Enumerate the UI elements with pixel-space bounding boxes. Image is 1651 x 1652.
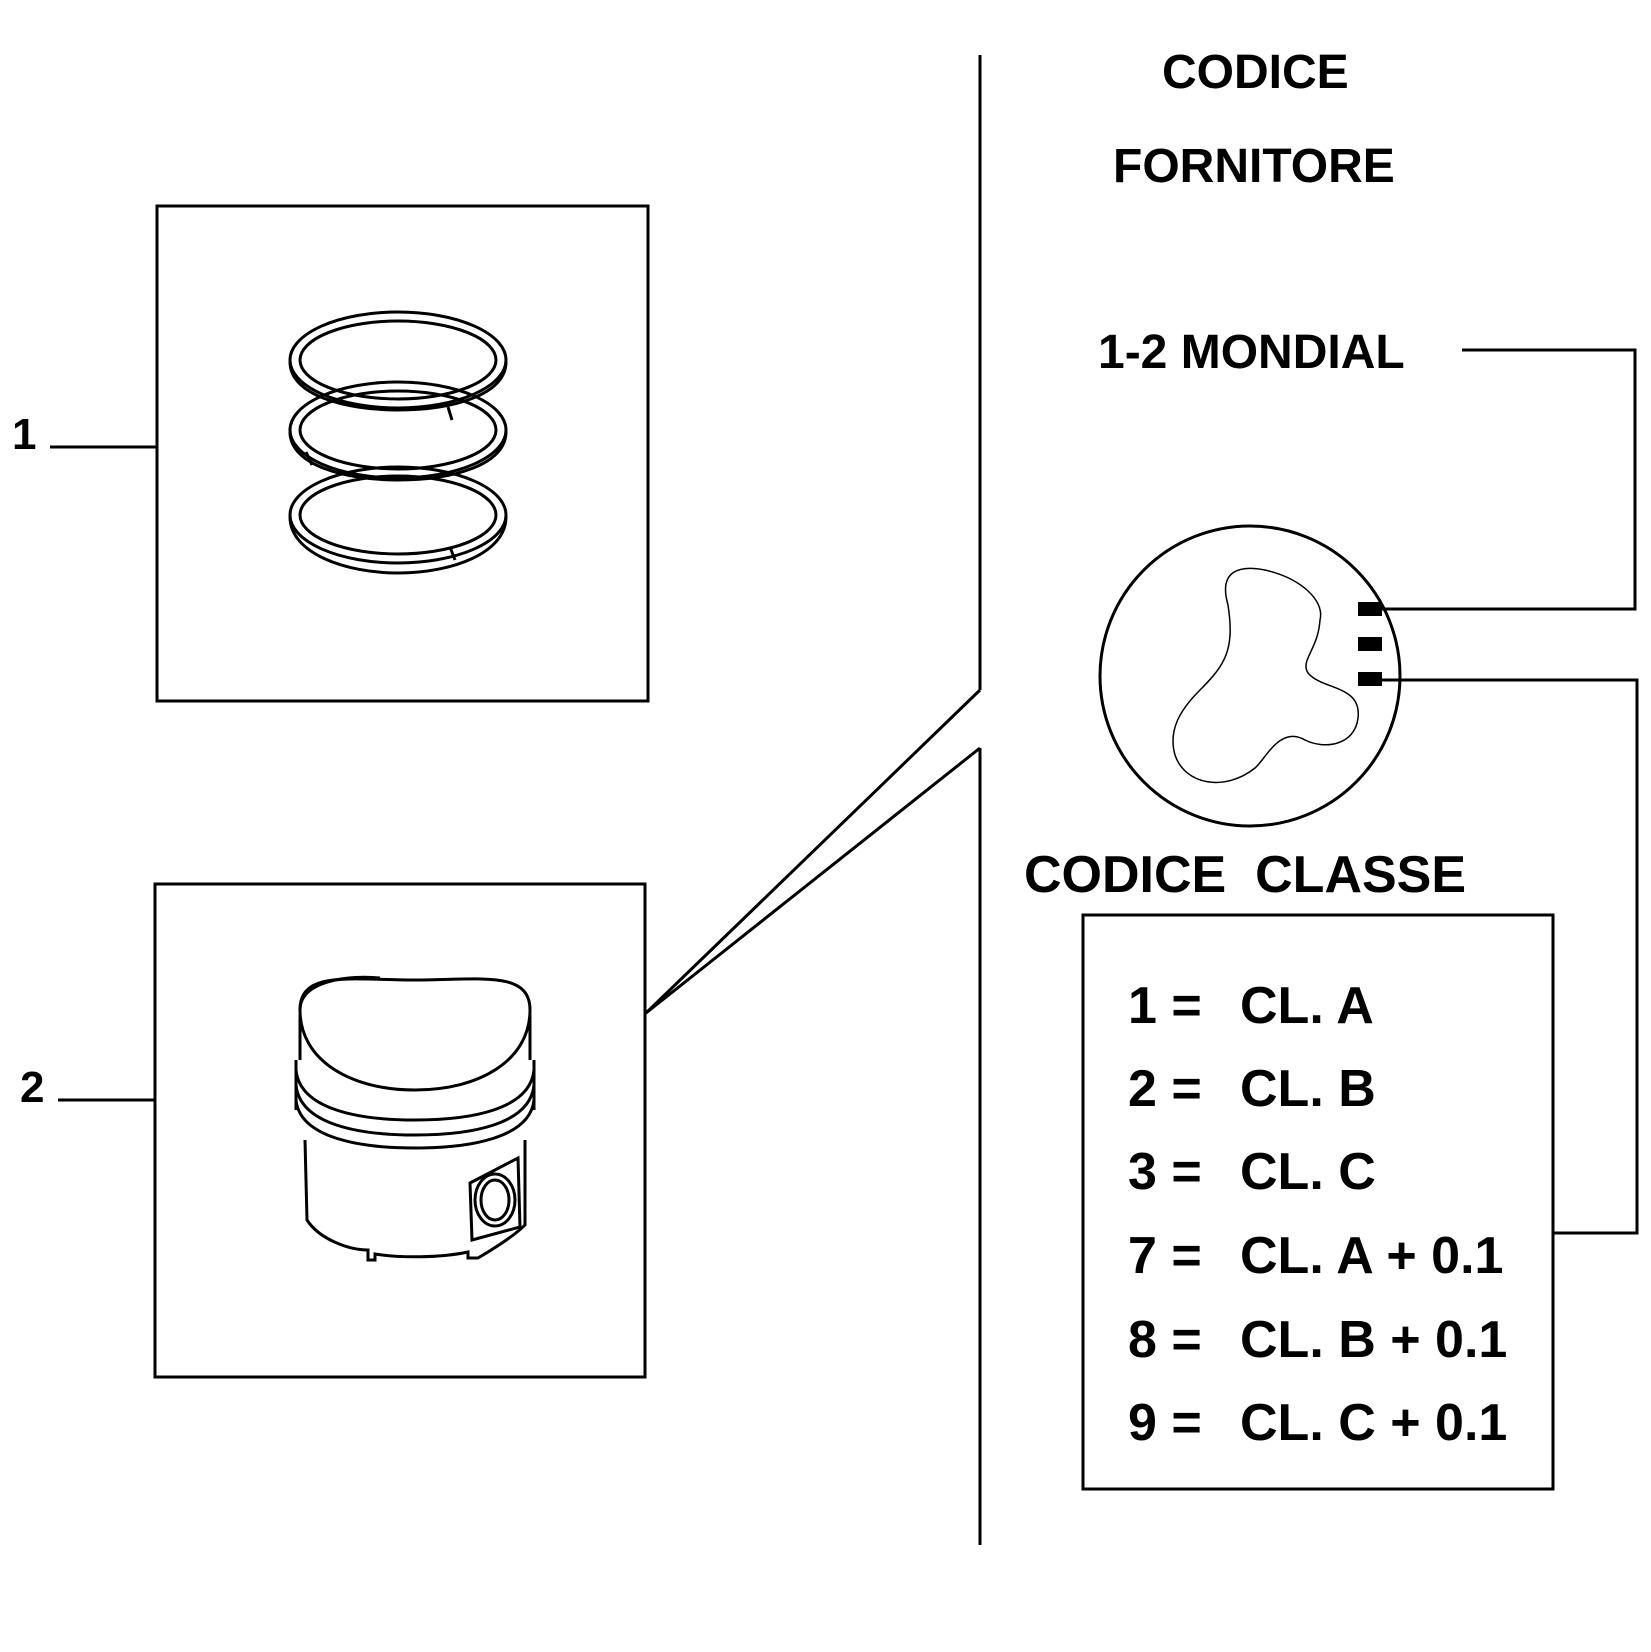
class-row-value: CL. A + 0.1 (1240, 1227, 1503, 1285)
class-row: 7 = CL. A + 0.1 (1128, 1227, 1503, 1285)
class-row: 9 = CL. C + 0.1 (1128, 1394, 1507, 1452)
supplier-code-value: 1-2 MONDIAL (1098, 326, 1405, 379)
piston-frame (153, 882, 647, 1379)
zoom-line-lower (645, 746, 981, 1015)
class-row: 8 = CL. B + 0.1 (1128, 1311, 1507, 1369)
class-row-code: 7 = (1128, 1227, 1202, 1285)
piston-rings-frame (155, 204, 650, 703)
piston-rings-icon (288, 310, 508, 575)
part-1-callout: 1 (12, 410, 157, 459)
class-row-code: 1 = (1128, 977, 1202, 1035)
supplier-code-heading-line2: FORNITORE (1113, 140, 1395, 193)
class-row-code: 8 = (1128, 1311, 1202, 1369)
marking-mark-1 (1358, 602, 1382, 616)
supplier-code-heading-line1: CODICE (1162, 46, 1349, 99)
piston-icon (294, 975, 536, 1262)
class-row-value: CL. C + 0.1 (1240, 1394, 1507, 1452)
zoom-line-upper (644, 688, 982, 1015)
class-row-code: 9 = (1128, 1394, 1202, 1452)
class-row: 2 = CL. B (1128, 1060, 1376, 1118)
piston-crown-top-view (1098, 524, 1402, 828)
class-row-value: CL. B (1240, 1060, 1376, 1118)
part-1-number: 1 (12, 410, 36, 459)
marking-mark-2 (1358, 637, 1382, 651)
part-2-callout: 2 (20, 1063, 155, 1112)
marking-mark-3 (1358, 672, 1382, 686)
class-code-leader (1382, 678, 1639, 1235)
combustion-chamber-outline (1172, 567, 1359, 784)
class-row: 1 = CL. A (1128, 977, 1374, 1035)
class-row-value: CL. B + 0.1 (1240, 1311, 1507, 1369)
class-row-value: CL. C (1240, 1143, 1376, 1201)
class-row-value: CL. A (1240, 977, 1374, 1035)
class-table-frame (1081, 913, 1555, 1491)
supplier-code-leader (1380, 348, 1637, 611)
class-row-code: 3 = (1128, 1143, 1202, 1201)
part-2-number: 2 (20, 1063, 44, 1112)
class-row-code: 2 = (1128, 1060, 1202, 1118)
class-row: 3 = CL. C (1128, 1143, 1376, 1201)
class-code-heading: CODICE CLASSE (1024, 846, 1466, 904)
